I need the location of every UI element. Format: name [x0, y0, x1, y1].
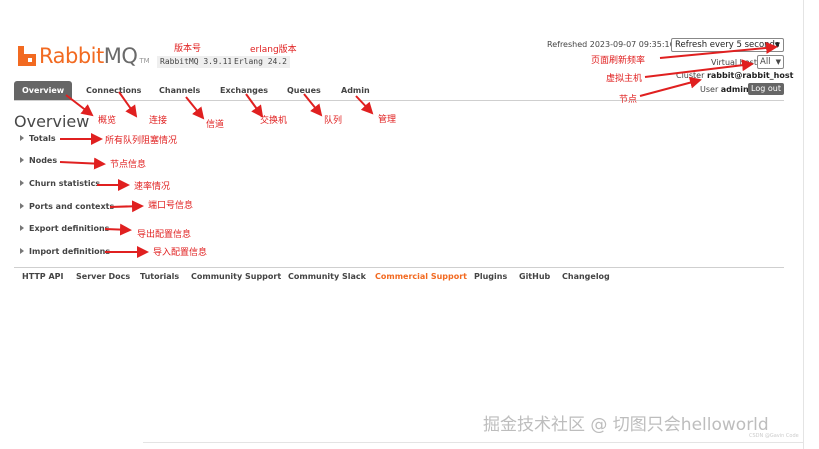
annotation-node: 节点 [619, 95, 638, 105]
tab-connections[interactable]: Connections [86, 86, 142, 95]
expand-triangle-icon [20, 203, 24, 209]
erlang-version-badge: Erlang 24.2 [231, 56, 290, 68]
virtual-host-value: All [760, 57, 771, 67]
watermark: 掘金技术社区 @ 切图只会helloworld [483, 415, 769, 435]
chevron-down-icon: ▼ [774, 41, 780, 49]
annotation-export: 导出配置信息 [137, 230, 192, 240]
arrow-to-cluster [639, 76, 702, 97]
page-frame-bottom [143, 442, 804, 443]
footer-link-github[interactable]: GitHub [519, 272, 551, 281]
footer-divider [14, 267, 784, 268]
cluster-name: rabbit@rabbit_host [706, 71, 794, 80]
page-frame-right [803, 0, 804, 449]
footer-link-tutorials[interactable]: Tutorials [140, 272, 180, 281]
rabbitmq-logo[interactable]: RabbitMQ TM [18, 44, 150, 68]
section-import-definitions[interactable]: Import definitions [20, 247, 110, 256]
tab-admin[interactable]: Admin [341, 86, 370, 95]
user-name: admin [720, 85, 749, 94]
arrow-to-ports [109, 200, 144, 213]
page-title: Overview [14, 112, 90, 131]
expand-triangle-icon [20, 135, 24, 141]
annotation-exchanges: 交换机 [260, 116, 288, 126]
logout-button[interactable]: Log out [748, 83, 784, 95]
annotation-totals: 所有队列阻塞情况 [105, 136, 178, 146]
rabbitmq-version-badge: RabbitMQ 3.9.11 [157, 56, 236, 68]
footer-link-plugins[interactable]: Plugins [474, 272, 508, 281]
footer-link-community-support[interactable]: Community Support [191, 272, 282, 281]
footer-link-commercial-support[interactable]: Commercial Support [375, 272, 467, 281]
footer-link-http-api[interactable]: HTTP API [22, 272, 64, 281]
expand-triangle-icon [20, 225, 24, 231]
annotation-channels: 信道 [206, 120, 225, 130]
cluster-info: Cluster rabbit@rabbit_host [676, 71, 794, 80]
annotation-nodes: 节点信息 [110, 160, 147, 170]
expand-triangle-icon [20, 180, 24, 186]
tabs-divider [14, 100, 784, 101]
arrow-to-nodes [59, 157, 106, 170]
expand-triangle-icon [20, 248, 24, 254]
refresh-interval-value: Refresh every 5 seconds [675, 40, 780, 50]
annotation-churn: 速率情况 [134, 182, 171, 192]
section-ports-and-contexts[interactable]: Ports and contexts [20, 202, 114, 211]
section-totals[interactable]: Totals [20, 134, 56, 143]
logo-trademark: TM [139, 57, 150, 65]
annotation-overview: 概览 [98, 116, 117, 126]
annotation-import: 导入配置信息 [153, 248, 208, 258]
user-info: User admin [700, 85, 749, 94]
logo-wordmark: RabbitMQ [39, 44, 138, 68]
tab-overview[interactable]: Overview [14, 81, 73, 101]
refresh-interval-select[interactable]: Refresh every 5 seconds ▼ [671, 38, 784, 52]
annotation-erlang: erlang版本 [250, 45, 297, 55]
annotation-queues: 队列 [324, 116, 343, 126]
tab-channels[interactable]: Channels [159, 86, 201, 95]
annotation-version: 版本号 [174, 44, 202, 54]
footer-link-changelog[interactable]: Changelog [562, 272, 610, 281]
virtual-host-select[interactable]: All ▼ [757, 55, 784, 69]
watermark-small: CSDN @Gavin Code [749, 433, 799, 439]
footer-link-community-slack[interactable]: Community Slack [288, 272, 366, 281]
annotation-connections: 连接 [149, 116, 168, 126]
refreshed-timestamp: Refreshed 2023-09-07 09:35:16 [547, 40, 675, 49]
chevron-down-icon: ▼ [775, 58, 781, 66]
annotation-refresh-rate: 页面刷新频率 [591, 56, 646, 66]
expand-triangle-icon [20, 157, 24, 163]
annotation-admin: 管理 [378, 115, 397, 125]
tab-exchanges[interactable]: Exchanges [220, 86, 269, 95]
rabbitmq-logo-icon [18, 46, 36, 66]
annotation-ports: 端口号信息 [148, 201, 194, 211]
section-nodes[interactable]: Nodes [20, 156, 57, 165]
section-churn-statistics[interactable]: Churn statistics [20, 179, 100, 188]
annotation-vhost: 虚拟主机 [606, 74, 643, 84]
virtual-host-label: Virtual host [711, 58, 757, 67]
footer-link-server-docs[interactable]: Server Docs [76, 272, 131, 281]
section-export-definitions[interactable]: Export definitions [20, 224, 109, 233]
tab-queues[interactable]: Queues [287, 86, 321, 95]
